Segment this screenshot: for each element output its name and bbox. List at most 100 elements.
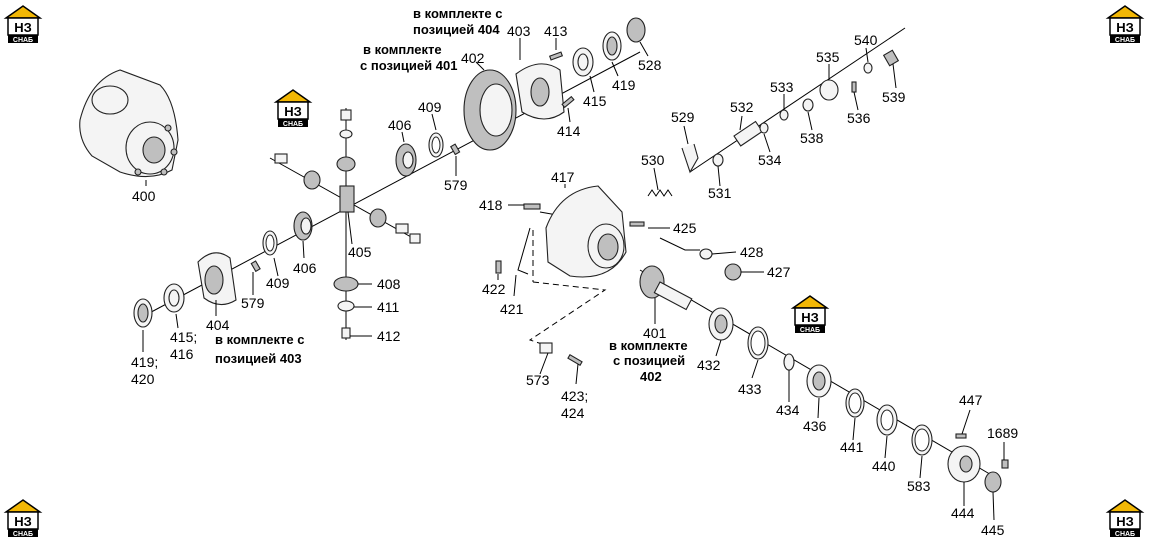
note-404-line2: позицией 404 — [413, 22, 500, 37]
label-408: 408 — [377, 276, 401, 292]
pinion-401 — [639, 265, 693, 311]
ring-gear-402 — [463, 69, 517, 151]
spring-530 — [647, 189, 673, 197]
label-419-right: 419 — [612, 77, 636, 93]
svg-text:СНАБ: СНАБ — [283, 121, 303, 128]
flange-444 — [947, 445, 981, 483]
label-413: 413 — [544, 23, 568, 39]
pin-412 — [341, 327, 351, 339]
oring-428 — [699, 248, 713, 260]
label-528: 528 — [638, 57, 662, 73]
bolt-425 — [629, 221, 645, 227]
label-444: 444 — [951, 505, 975, 521]
label-417: 417 — [551, 169, 575, 185]
label-405: 405 — [348, 244, 372, 260]
case-half-404 — [197, 252, 237, 306]
fork-529 — [681, 143, 699, 174]
washer-409-right — [428, 132, 444, 158]
gear-406-left — [293, 211, 313, 241]
brand-logo-bottom-left: НЗ СНАБ — [3, 499, 43, 538]
label-447: 447 — [959, 392, 983, 408]
brand-logo-bottom-right: НЗ СНАБ — [1105, 499, 1145, 538]
note-403-line2: позицией 403 — [215, 351, 302, 366]
label-573: 573 — [526, 372, 550, 388]
label-539: 539 — [882, 89, 906, 105]
label-401: 401 — [643, 325, 667, 341]
label-414: 414 — [557, 123, 581, 139]
spacer-433 — [747, 326, 769, 360]
spider-405 — [274, 109, 421, 244]
label-404: 404 — [206, 317, 230, 333]
note-401-line1: в комплекте — [363, 42, 442, 57]
label-424: 424 — [561, 405, 585, 421]
bearing-432 — [708, 307, 734, 341]
note-404-line1: в комплекте с — [413, 6, 502, 21]
shield-583 — [911, 424, 933, 456]
bearing-415 — [163, 283, 185, 313]
label-427: 427 — [767, 264, 791, 280]
label-534: 534 — [758, 152, 782, 168]
label-402: 402 — [461, 50, 485, 66]
washer-540 — [863, 62, 873, 74]
bolt-447 — [955, 433, 967, 439]
label-538: 538 — [800, 130, 824, 146]
gear-406-right — [395, 143, 417, 177]
label-403: 403 — [507, 23, 531, 39]
gear-408 — [333, 276, 359, 292]
label-415-right: 415 — [583, 93, 607, 109]
nut-528 — [626, 17, 646, 43]
label-411: 411 — [377, 299, 400, 315]
bearing-436 — [806, 364, 832, 398]
nut-445 — [984, 471, 1002, 493]
label-415-416: 415; — [170, 329, 197, 345]
label-579-right: 579 — [444, 177, 468, 193]
brand-logo-top-left: НЗ СНАБ — [3, 5, 43, 44]
washer-531 — [712, 153, 724, 167]
label-425: 425 — [673, 220, 697, 236]
label-432: 432 — [697, 357, 721, 373]
shim-441 — [845, 388, 865, 418]
label-441: 441 — [840, 439, 864, 455]
ring-534 — [759, 122, 769, 134]
label-423-424: 423; — [561, 388, 588, 404]
label-422: 422 — [482, 281, 506, 297]
svg-text:СНАБ: СНАБ — [1115, 531, 1135, 538]
label-436: 436 — [803, 418, 827, 434]
bearing-415-right — [572, 47, 594, 77]
plug-427 — [724, 263, 742, 281]
washer-409-left — [262, 230, 278, 256]
label-412: 412 — [377, 328, 401, 344]
brand-logo-center-right: НЗ СНАБ — [790, 295, 830, 334]
cylinder-535 — [819, 79, 839, 101]
label-532: 532 — [730, 99, 754, 115]
label-535: 535 — [816, 49, 840, 65]
label-540: 540 — [854, 32, 878, 48]
svg-text:СНАБ: СНАБ — [13, 37, 33, 44]
pin-579-right — [450, 143, 461, 156]
svg-text:НЗ: НЗ — [14, 20, 32, 35]
differential-assembly-400 — [79, 69, 179, 186]
pin-579-left — [250, 260, 261, 273]
bolt-1689 — [1001, 459, 1009, 469]
label-583: 583 — [907, 478, 931, 494]
note-402-line2: с позицией — [613, 353, 685, 368]
svg-text:НЗ: НЗ — [1116, 20, 1134, 35]
bolt-414 — [561, 95, 575, 109]
label-536: 536 — [847, 110, 871, 126]
label-440: 440 — [872, 458, 896, 474]
svg-text:НЗ: НЗ — [14, 514, 32, 529]
leader-lines — [142, 38, 1005, 521]
label-421: 421 — [500, 301, 524, 317]
label-434: 434 — [776, 402, 800, 418]
bolt-536 — [851, 81, 857, 93]
bolt-422 — [495, 260, 502, 274]
case-half-403 — [515, 63, 565, 120]
label-418: 418 — [479, 197, 503, 213]
svg-text:НЗ: НЗ — [801, 310, 819, 325]
label-428: 428 — [740, 244, 764, 260]
brand-logo-top-right: НЗ СНАБ — [1105, 5, 1145, 44]
sensor-539 — [882, 49, 900, 67]
svg-text:СНАБ: СНАБ — [800, 327, 820, 334]
label-533: 533 — [770, 79, 794, 95]
